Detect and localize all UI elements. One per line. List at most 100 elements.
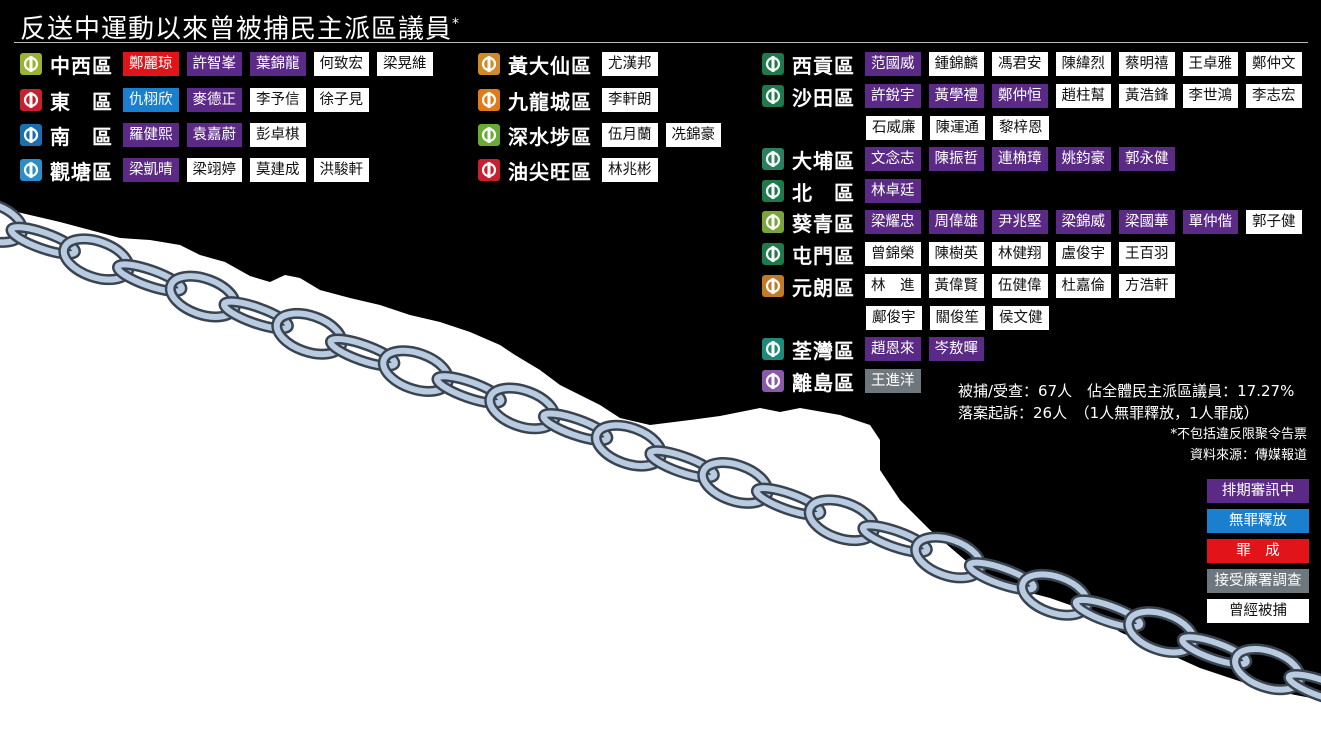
councillor-tag: 王卓雅: [1182, 52, 1238, 76]
councillor-list: 尤漢邦: [602, 52, 666, 76]
councillor-tag: 何致宏: [313, 52, 369, 76]
status-legend: 排期審訊中無罪釋放罪 成接受廉署調查曾經被捕: [1207, 479, 1309, 629]
kowloon-city-emblem-icon: [476, 88, 502, 112]
district-name: 西貢區: [792, 53, 855, 78]
kwun-tong-emblem-icon: [18, 158, 44, 182]
councillor-tag: 黃偉賢: [928, 274, 984, 298]
chain-link: [5, 221, 81, 260]
chain-link: [590, 419, 668, 472]
councillor-tag: 陳緯烈: [1055, 52, 1111, 76]
kwai-tsing-emblem-icon: [760, 210, 786, 234]
councillor-tag: 梁凱晴: [123, 158, 179, 182]
councillor-tag: 姚鈞豪: [1055, 147, 1111, 171]
councillor-tag: 岑敖暉: [928, 337, 984, 361]
councillor-tag: 林卓廷: [865, 179, 921, 203]
councillor-list: 鄭麗琼許智峯葉錦龍何致宏梁晃維: [123, 52, 441, 76]
councillor-list: 林卓廷: [865, 179, 929, 203]
district-name: 南 區: [50, 124, 113, 149]
councillor-tag: 王百羽: [1119, 242, 1175, 266]
exclusion-note: *不包括違反限聚令告票: [1170, 427, 1307, 442]
councillor-tag: 關俊笙: [929, 306, 985, 330]
councillor-list: 鄺俊宇關俊笙侯文健: [866, 306, 1057, 330]
councillor-list: 石威廉陳運通黎梓恩: [866, 116, 1057, 140]
chain-link: [324, 333, 401, 372]
chain-link: [218, 296, 294, 335]
district-name: 大埔區: [792, 148, 855, 173]
district-row: 荃灣區趙恩來岑敖暉: [760, 337, 992, 363]
councillor-list: 林兆彬: [602, 158, 666, 182]
charge-stat: 落案起訴：26人 （1人無罪釋放，1人罪成）: [958, 404, 1259, 422]
councillor-tag: 文念志: [865, 147, 921, 171]
councillor-tag: 連桷璋: [992, 147, 1048, 171]
source-note: 資料來源：傳媒報道: [1189, 448, 1307, 463]
chain-link: [1123, 606, 1200, 658]
councillor-tag: 麥德正: [186, 88, 242, 112]
district-row: 西貢區范國威鍾錦麟馮君安陳緯烈蔡明禧王卓雅鄭仲文: [760, 52, 1310, 78]
councillor-tag: 馮君安: [992, 52, 1048, 76]
councillor-tag: 梁晃維: [377, 52, 433, 76]
sha-tin-emblem-icon: [760, 84, 786, 108]
title-divider: [14, 42, 1308, 43]
district-row: 元朗區林 進黃偉賢伍健偉杜嘉倫方浩軒: [760, 274, 1183, 300]
councillor-tag: 袁嘉蔚: [186, 123, 242, 147]
chain-link: [1070, 594, 1146, 633]
arrest-stat: 被捕/受查：67人 佔全體民主派區議員：17.27%: [958, 382, 1295, 400]
chain-link: [697, 457, 774, 509]
councillor-tag: 李志宏: [1246, 84, 1302, 108]
district-row: 東 區仇栩欣麥德正李予信徐子見: [18, 88, 377, 114]
chain-link: [1016, 568, 1093, 621]
councillor-list: 林 進黃偉賢伍健偉杜嘉倫方浩軒: [865, 274, 1183, 298]
southern-emblem-icon: [18, 123, 44, 147]
councillor-tag: 趙柱幫: [1055, 84, 1111, 108]
councillor-tag: 石威廉: [866, 116, 922, 140]
councillor-tag: 鄺俊宇: [866, 306, 922, 330]
district-row: 觀塘區梁凱晴梁翊婷莫建成洪駿軒: [18, 158, 377, 184]
chain-link: [377, 345, 455, 397]
central-western-emblem-icon: [18, 52, 44, 76]
councillor-tag: 范國威: [865, 52, 921, 76]
islands-emblem-icon: [760, 369, 786, 393]
councillor-tag: 林 進: [865, 274, 921, 298]
councillor-tag: 周偉雄: [928, 210, 984, 234]
councillor-list: 李軒朗: [602, 88, 666, 112]
councillor-list: 梁凱晴梁翊婷莫建成洪駿軒: [123, 158, 377, 182]
district-row: 油尖旺區林兆彬: [476, 158, 666, 184]
wong-tai-sin-emblem-icon: [476, 52, 502, 76]
chain-link: [963, 557, 1040, 596]
district-name: 黃大仙區: [508, 53, 592, 78]
councillor-tag: 郭子健: [1246, 210, 1302, 234]
councillor-list: 許銳宇黃學禮鄭仲恒趙柱幫黃浩鋒李世鴻李志宏: [865, 84, 1310, 108]
district-row: 南 區羅健熙袁嘉蔚彭卓棋: [18, 123, 314, 149]
district-row: 沙田區許銳宇黃學禮鄭仲恒趙柱幫黃浩鋒李世鴻李志宏: [760, 84, 1310, 110]
eastern-emblem-icon: [18, 88, 44, 112]
district-name: 中西區: [50, 53, 113, 78]
district-row: 深水埗區伍月蘭冼錦豪: [476, 123, 729, 149]
chain-link: [164, 270, 242, 323]
sai-kung-emblem-icon: [760, 52, 786, 76]
chain-link: [537, 408, 614, 447]
councillor-tag: 黃學禮: [928, 84, 984, 108]
north-emblem-icon: [760, 179, 786, 203]
statistics: 被捕/受查：67人 佔全體民主派區議員：17.27% 落案起訴：26人 （1人無…: [958, 380, 1294, 424]
councillor-list: 伍月蘭冼錦豪: [602, 123, 729, 147]
councillor-tag: 曾錦榮: [865, 242, 921, 266]
tuen-mun-emblem-icon: [760, 242, 786, 266]
councillor-tag: 黎梓恩: [993, 116, 1049, 140]
councillor-tag: 徐子見: [313, 88, 369, 112]
chain-link: [112, 258, 188, 297]
councillor-tag: 莫建成: [250, 158, 306, 182]
councillor-tag: 方浩軒: [1119, 274, 1175, 298]
councillor-list: 范國威鍾錦麟馮君安陳緯烈蔡明禧王卓雅鄭仲文: [865, 52, 1310, 76]
councillor-list: 曾錦榮陳樹英林健翔盧俊宇王百羽: [865, 242, 1183, 266]
chain-link: [1176, 631, 1253, 670]
district-name: 元朗區: [792, 275, 855, 300]
chain-link: [271, 307, 348, 360]
chain-link: [803, 494, 880, 547]
councillor-tag: 趙恩來: [865, 337, 921, 361]
district-name: 離島區: [792, 370, 855, 395]
chain-link: [857, 519, 933, 558]
councillor-list: 文念志陳振哲連桷璋姚鈞豪郭永健: [865, 147, 1183, 171]
district-row: 黃大仙區尤漢邦: [476, 52, 666, 78]
district-row: 九龍城區李軒朗: [476, 88, 666, 114]
chain-link: [484, 382, 561, 435]
